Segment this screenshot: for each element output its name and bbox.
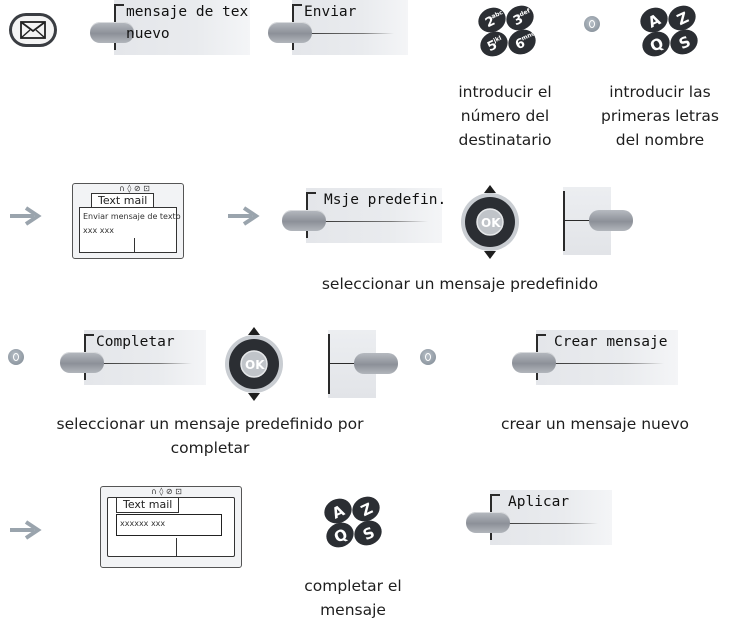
or-separator-icon xyxy=(8,349,24,365)
softkey-button[interactable] xyxy=(354,353,398,374)
softkey-apply[interactable]: Aplicar xyxy=(466,490,612,545)
caption-select-predefined: seleccionar un mensaje predefinido xyxy=(321,275,599,293)
arrow-right-icon xyxy=(10,520,42,540)
caption-create-new: crear un mensaje nuevo xyxy=(500,415,690,433)
softkey-complete[interactable]: Completar xyxy=(60,330,206,385)
ok-navigator-icon[interactable]: OK xyxy=(222,326,286,402)
or-separator-icon xyxy=(584,16,600,32)
softkey-button[interactable] xyxy=(60,352,104,373)
svg-text:abc: abc xyxy=(490,9,504,21)
softkey-label-line2: nuevo xyxy=(126,26,170,42)
arrow-right-icon xyxy=(10,206,42,226)
softkey-label-line1: mensaje de tex xyxy=(126,4,249,20)
ok-navigator-icon[interactable]: OK xyxy=(458,184,522,260)
screen-tab-title: Text mail xyxy=(91,193,155,208)
letter-keys-icon: A Z Q S xyxy=(318,491,388,553)
caption-select-to-complete: seleccionar un mensaje predefinido por c… xyxy=(56,415,364,457)
screen-frame: Text mail xxxxxx xxx xyxy=(107,497,235,557)
softkey-button[interactable] xyxy=(268,22,312,43)
screen-tab-title: Text mail xyxy=(116,497,180,513)
softkey-button[interactable] xyxy=(90,22,134,43)
softkey-create-message[interactable]: Crear mensaje xyxy=(512,330,678,385)
right-softkey[interactable] xyxy=(328,330,398,398)
phone-screen-text-mail-input: ∩ ◊ ⊘ ⊡ Text mail xxxxxx xxx xyxy=(100,486,242,568)
arrow-right-icon xyxy=(228,206,260,226)
caption-complete-message: completar el mensaje xyxy=(304,577,402,619)
text-input-field[interactable]: xxxxxx xxx xyxy=(116,514,222,536)
softkey-new-text-message[interactable]: mensaje de tex nuevo xyxy=(90,0,250,55)
svg-text:OK: OK xyxy=(245,358,265,372)
status-icons: ∩ ◊ ⊘ ⊡ xyxy=(151,487,182,496)
letter-keys-icon: A Z Q S xyxy=(634,0,704,62)
softkey-button[interactable] xyxy=(512,352,556,373)
screen-line1: Enviar mensaje de texto xyxy=(83,212,181,221)
softkey-label: Aplicar xyxy=(508,494,570,510)
svg-text:jkl: jkl xyxy=(491,35,502,45)
or-separator-icon xyxy=(420,349,436,365)
softkey-button[interactable] xyxy=(589,210,633,231)
screen-line2: xxx xxx xyxy=(83,226,114,235)
softkey-button[interactable] xyxy=(466,512,510,533)
text-input-value: xxxxxx xxx xyxy=(120,519,166,528)
phone-screen-text-mail: ∩ ◊ ⊘ ⊡ Text mail Enviar mensaje de text… xyxy=(72,183,184,259)
softkey-button[interactable] xyxy=(282,210,326,231)
softkey-label: Msje predefin. xyxy=(324,192,447,208)
message-key-icon[interactable] xyxy=(8,12,58,48)
screen-body: Enviar mensaje de texto xxx xxx xyxy=(79,207,181,253)
svg-text:OK: OK xyxy=(481,216,501,230)
softkey-send[interactable]: Enviar xyxy=(268,0,408,55)
caption-enter-letters: introducir las primeras letras del nombr… xyxy=(601,83,719,149)
softkey-label: Completar xyxy=(96,334,175,350)
softkey-label: Enviar xyxy=(304,4,357,20)
status-icons: ∩ ◊ ⊘ ⊡ xyxy=(119,184,150,193)
softkey-predefined-message[interactable]: Msje predefin. xyxy=(282,188,446,243)
svg-text:def: def xyxy=(518,7,531,18)
right-softkey[interactable] xyxy=(563,187,633,255)
softkey-label: Crear mensaje xyxy=(554,334,668,350)
caption-enter-number: introducir el número del destinatario xyxy=(458,83,552,149)
